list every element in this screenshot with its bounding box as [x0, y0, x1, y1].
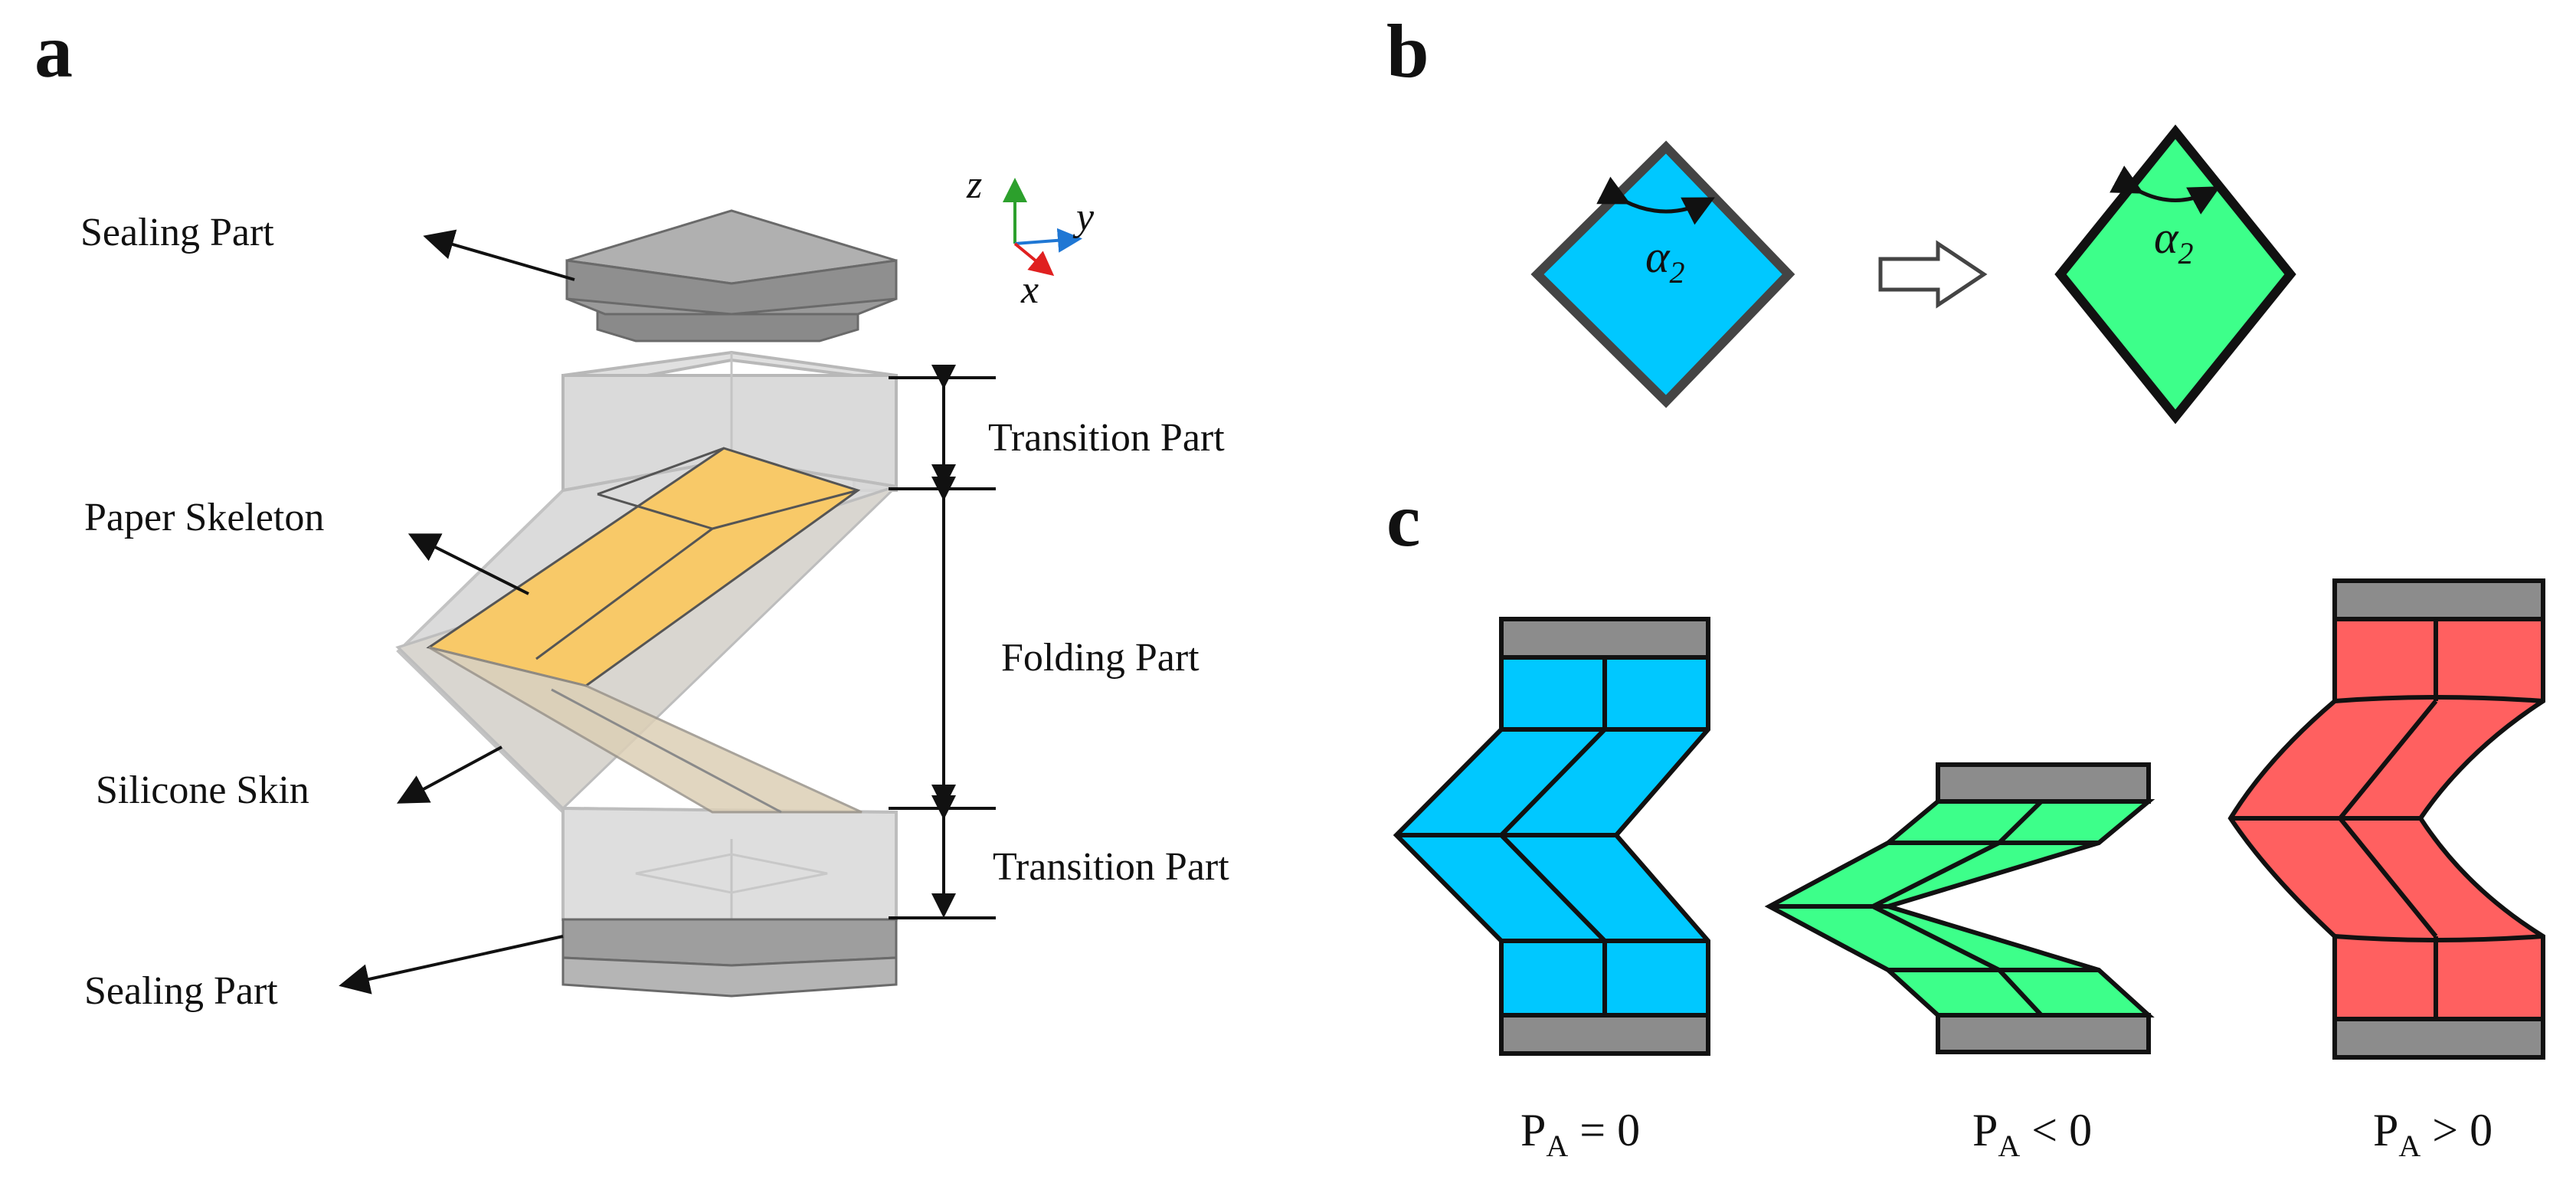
axis-label-z: z — [966, 163, 982, 207]
axis-triad: z y x — [966, 163, 1095, 312]
actuator-pa-negative — [1764, 762, 2155, 1054]
panel-c: c — [1386, 477, 2545, 1163]
condition-label-negative: PA < 0 — [1972, 1105, 2092, 1163]
panel-a: a — [34, 8, 1229, 1013]
y-axis-arrow — [1014, 228, 1082, 253]
diamond-cell-after: α2 — [2054, 124, 2296, 424]
x-axis-arrow — [1013, 242, 1055, 277]
silicone-body — [395, 350, 898, 945]
actuator-pa-positive — [2227, 578, 2545, 1060]
label-paper-skeleton: Paper Skeleton — [84, 496, 324, 539]
label-sealing-top: Sealing Part — [80, 211, 274, 254]
label-folding: Folding Part — [1001, 636, 1200, 680]
condition-label-positive: PA > 0 — [2373, 1105, 2493, 1163]
top-sealing-part — [565, 209, 898, 342]
axis-label-y: y — [1072, 195, 1095, 239]
label-transition-top: Transition Part — [988, 416, 1225, 460]
paper-skeleton — [426, 447, 862, 814]
label-transition-bottom: Transition Part — [993, 845, 1229, 889]
panel-label-c: c — [1386, 477, 1420, 562]
label-sealing-bottom: Sealing Part — [84, 969, 278, 1013]
angle-label-before: α2 — [1645, 231, 1685, 290]
label-silicone-skin: Silicone Skin — [96, 768, 309, 812]
panel-label-a: a — [34, 8, 73, 93]
angle-label-after: α2 — [2154, 212, 2194, 270]
axis-label-x: x — [1020, 268, 1039, 312]
actuator-pa-zero — [1393, 617, 1710, 1056]
dimension-lines — [889, 365, 996, 919]
bottom-sealing-part — [561, 918, 898, 998]
square-cell-before: α2 — [1530, 140, 1795, 408]
transform-arrow — [1878, 240, 1988, 309]
pointer-arrows — [339, 229, 575, 995]
panel-label-b: b — [1386, 8, 1429, 93]
condition-label-zero: PA = 0 — [1520, 1105, 1640, 1163]
panel-b: b α2 α2 — [1386, 8, 2296, 424]
